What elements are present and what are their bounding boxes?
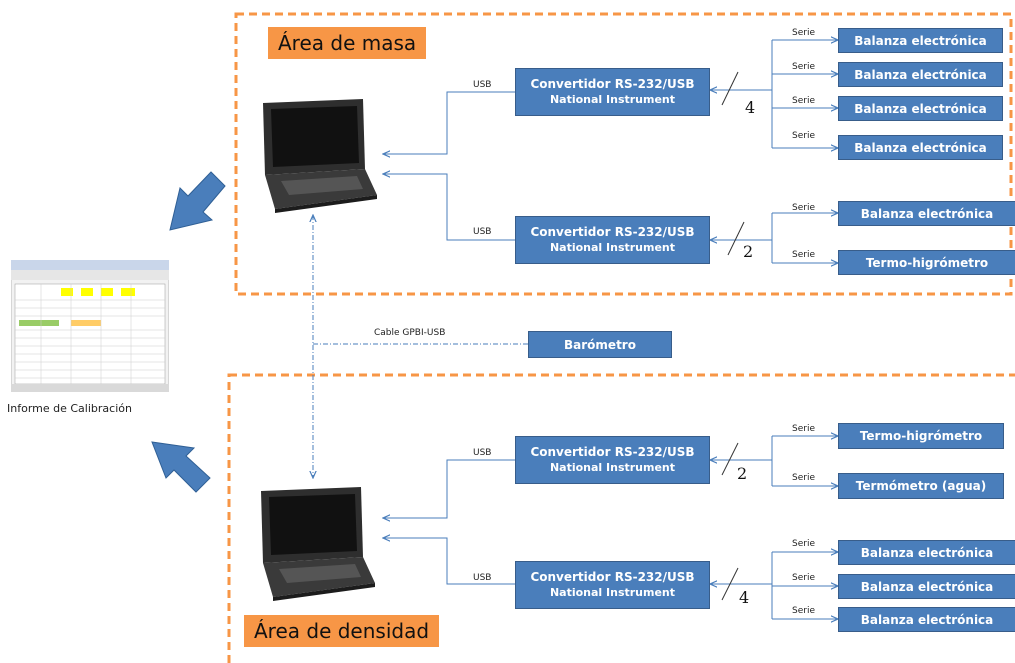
device-box: Termómetro (agua)	[838, 473, 1004, 499]
device-box: Balanza electrónica	[838, 201, 1015, 226]
bus-count: 4	[739, 588, 750, 607]
device-box: Balanza electrónica	[838, 607, 1015, 632]
serial-label: Serie	[792, 96, 815, 106]
converter-box: Convertidor RS-232/USB National Instrume…	[515, 561, 710, 609]
report-arrow-lower	[151, 441, 211, 493]
serial-label: Serie	[792, 203, 815, 213]
serial-label: Serie	[792, 131, 815, 141]
device-box: Balanza electrónica	[838, 28, 1003, 53]
converter-title: Convertidor RS-232/USB	[530, 77, 695, 91]
converter-title: Convertidor RS-232/USB	[530, 570, 695, 584]
device-box: Termo-higrómetro	[838, 423, 1004, 449]
bus-count: 4	[745, 98, 756, 117]
density-area-border	[227, 373, 1015, 663]
converter-title: Convertidor RS-232/USB	[530, 445, 695, 459]
converter-subtitle: National Instrument	[549, 93, 676, 106]
device-box: Balanza electrónica	[838, 62, 1003, 87]
device-box: Balanza electrónica	[838, 96, 1003, 121]
serial-label: Serie	[792, 573, 815, 583]
density-area-title: Área de densidad	[244, 615, 440, 647]
barometer-box: Barómetro	[528, 331, 672, 358]
converter-box: Convertidor RS-232/USB National Instrume…	[515, 216, 710, 264]
laptop-icon-mass	[263, 99, 377, 213]
laptop-icon-density	[261, 487, 375, 601]
usb-label: USB	[473, 573, 492, 583]
bus-count: 2	[737, 464, 748, 483]
usb-label: USB	[473, 227, 492, 237]
bus-count: 2	[743, 242, 754, 261]
converter-title: Convertidor RS-232/USB	[530, 225, 695, 239]
mass-group2-connectors	[383, 174, 838, 263]
spreadsheet-icon	[11, 260, 169, 392]
serial-label: Serie	[792, 424, 815, 434]
converter-subtitle: National Instrument	[549, 586, 676, 599]
mass-group1-connectors	[383, 40, 838, 154]
gpib-cable-label: Cable GPBI-USB	[374, 328, 446, 338]
serial-label: Serie	[792, 539, 815, 549]
converter-subtitle: National Instrument	[549, 241, 676, 254]
serial-label: Serie	[792, 28, 815, 38]
converter-box: Convertidor RS-232/USB National Instrume…	[515, 68, 710, 116]
usb-label: USB	[473, 448, 492, 458]
converter-box: Convertidor RS-232/USB National Instrume…	[515, 436, 710, 484]
device-box: Balanza electrónica	[838, 574, 1015, 599]
serial-label: Serie	[792, 606, 815, 616]
report-label: Informe de Calibración	[7, 402, 132, 415]
serial-label: Serie	[792, 62, 815, 72]
device-box: Balanza electrónica	[838, 135, 1003, 160]
density-group2-connectors	[383, 538, 838, 619]
converter-subtitle: National Instrument	[549, 461, 676, 474]
serial-label: Serie	[792, 250, 815, 260]
usb-label: USB	[473, 80, 492, 90]
report-arrow-upper	[169, 171, 226, 231]
device-box: Balanza electrónica	[838, 540, 1015, 565]
mass-area-title: Área de masa	[268, 27, 427, 59]
serial-label: Serie	[792, 473, 815, 483]
device-box: Termo-higrómetro	[838, 250, 1015, 275]
density-group1-connectors	[383, 436, 838, 518]
mass-area-border	[234, 12, 1013, 296]
gpib-connectors	[313, 215, 528, 478]
